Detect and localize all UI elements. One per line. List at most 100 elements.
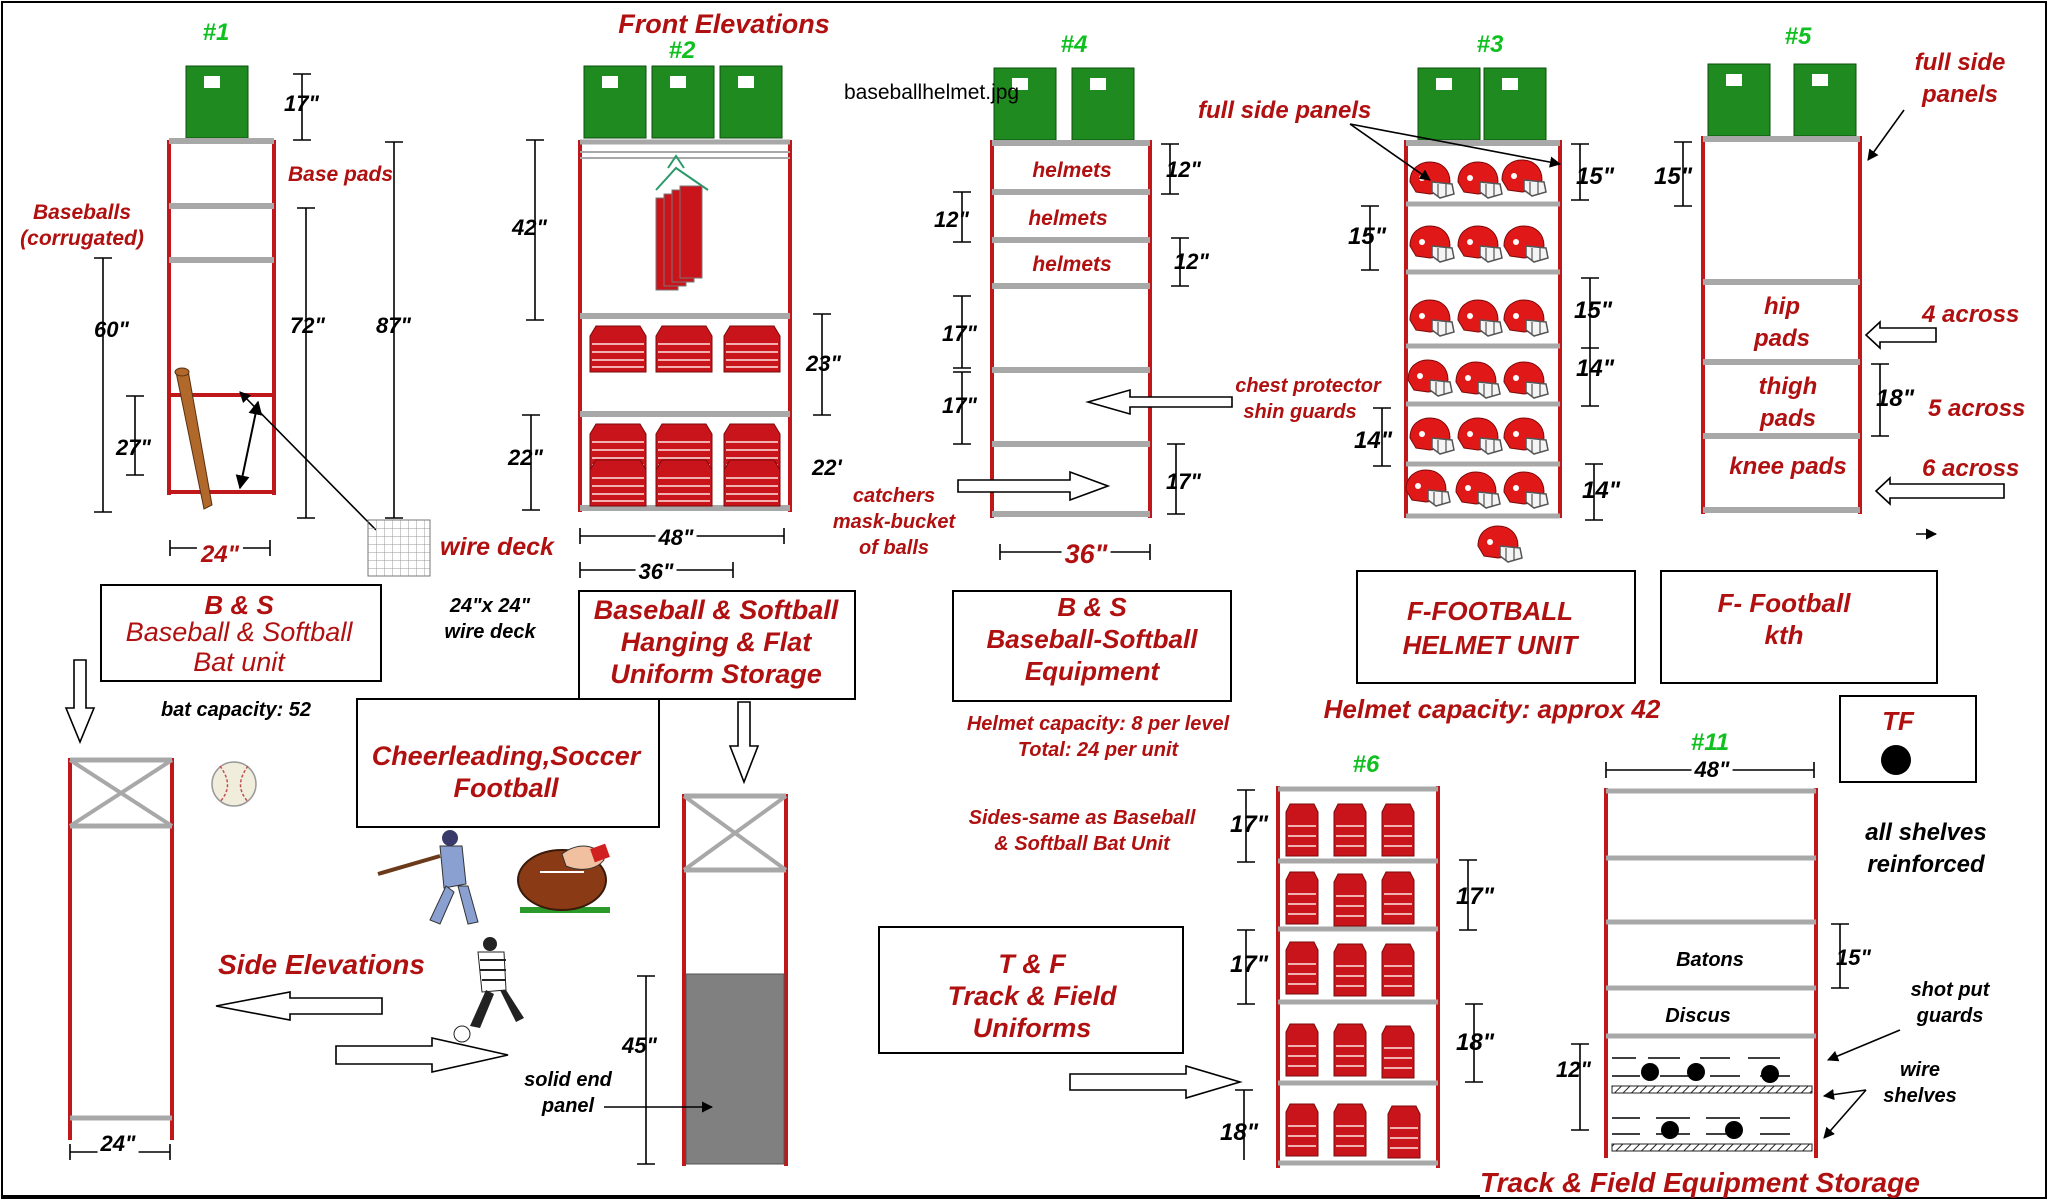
sides-same-line2: & Softball Bat Unit	[994, 833, 1170, 855]
unit-1-dim-60: 60"	[94, 317, 129, 342]
bat-unit-name: Bat unit	[193, 647, 285, 677]
tf-uniforms-line2: Track & Field	[947, 981, 1117, 1011]
chest-protector-label: chest protector	[1235, 375, 1381, 397]
solid-end-line1: solid end	[524, 1069, 612, 1091]
unit-11-number: #11	[1690, 729, 1730, 756]
helmets-label-2: helmets	[1028, 207, 1108, 230]
across-5-label: 5 across	[1928, 395, 2026, 422]
unit-6-number: #6	[1352, 751, 1380, 778]
shot-put-line1: shot put	[1910, 979, 1990, 1001]
unit-2-number: #2	[668, 37, 696, 64]
unit-2-dim-42: 42"	[512, 215, 547, 240]
football-kth-line1: F- Football	[1717, 588, 1851, 618]
tf-legend-box	[1839, 695, 1977, 783]
thigh-pads-line1: thigh	[1758, 373, 1818, 400]
unit-3-dim-14b: 14"	[1354, 427, 1393, 454]
unit-5-dim-15: 15"	[1654, 163, 1693, 190]
all-shelves-line1: all shelves	[1865, 819, 1987, 846]
football-capacity-label: Helmet capacity: approx 42	[1323, 694, 1661, 724]
soccer-player-icon	[453, 937, 524, 1043]
bs-equipment-box	[952, 590, 1232, 702]
unit-4-dim-36: 36"	[1061, 540, 1111, 568]
tf-uniforms-line3: Uniforms	[972, 1013, 1092, 1043]
unit-11-dim-12: 12"	[1556, 1057, 1591, 1082]
base-pads-label: Base pads	[288, 163, 394, 186]
cheerleading-line1: Cheerleading,Soccer	[371, 741, 641, 771]
football-helmet-line1: F-FOOTBALL	[1406, 596, 1574, 626]
unit-5-dim-18: 18"	[1876, 385, 1915, 412]
bs-equipment-line1: B & S	[1057, 592, 1127, 622]
helmets-label-1: helmets	[1032, 159, 1112, 182]
unit-3-dim-15b: 15"	[1348, 223, 1387, 250]
unit-1-dim-17: 17"	[284, 91, 319, 116]
unit-4-front	[953, 67, 1233, 560]
wire-deck-size-line1: 24"x 24"	[449, 595, 531, 617]
football-kth-box	[1660, 570, 1938, 684]
unit-11-dim-48: 48"	[1691, 758, 1733, 781]
across-6-label: 6 across	[1922, 455, 2020, 482]
unit-3-dim-14a: 14"	[1576, 355, 1615, 382]
full-side-line2: panels	[1921, 81, 1999, 108]
tf-uniforms-line1: T & F	[998, 949, 1066, 979]
unit-2-dim-22: 22"	[508, 445, 543, 470]
side-elevation-left	[64, 659, 509, 1160]
baseballs-label: Baseballs	[32, 201, 132, 224]
side-elevations-title: Side Elevations	[218, 949, 425, 980]
batons-label: Batons	[1676, 949, 1744, 971]
bat-unit-title: B & S	[204, 590, 274, 620]
thigh-pads-line2: pads	[1759, 405, 1817, 432]
unit-11-dim-15: 15"	[1836, 945, 1871, 970]
unit-2-dim-22b: 22'	[812, 455, 842, 480]
full-side-panels-label: full side panels	[1198, 97, 1372, 124]
unit-3-dim-15c: 15"	[1574, 297, 1613, 324]
unit-4-dim-12b: 12"	[934, 207, 969, 232]
tf-legend-label: TF	[1882, 706, 1914, 736]
unit-4-dim-12a: 12"	[1166, 157, 1201, 182]
football-helmet-line2: HELMET UNIT	[1402, 630, 1578, 660]
helmet-capacity-line2: Total: 24 per unit	[1017, 739, 1179, 761]
uniform-storage-line3: Uniform Storage	[610, 659, 822, 689]
unit-1-dim-27: 27"	[116, 435, 151, 460]
full-side-line1: full side	[1914, 49, 2006, 76]
unit-6-dim-17a: 17"	[1230, 811, 1269, 838]
unit-2-dim-36: 36"	[635, 560, 677, 583]
unit-3-dim-15a: 15"	[1576, 163, 1615, 190]
solid-end-line2: panel	[541, 1095, 595, 1117]
bat-unit-box	[100, 584, 382, 682]
side-dim-45: 45"	[622, 1033, 657, 1058]
unit-1-front	[94, 65, 431, 577]
unit-4-dim-17a: 17"	[942, 321, 977, 346]
uniform-storage-line2: Hanging & Flat	[620, 627, 812, 657]
unit-6-dim-17c: 17"	[1230, 951, 1269, 978]
bs-equipment-line3: Equipment	[1024, 656, 1160, 686]
discus-label: Discus	[1665, 1005, 1731, 1027]
helmet-capacity-line1: Helmet capacity: 8 per level	[966, 713, 1230, 735]
side-dim-24: 24"	[97, 1132, 139, 1155]
image-filename-label: baseballhelmet.jpg	[844, 81, 1020, 104]
catchers-line2: mask-bucket	[832, 511, 956, 533]
wire-shelves-line2: shelves	[1883, 1085, 1957, 1107]
batter-icon	[377, 830, 479, 925]
all-shelves-line2: reinforced	[1867, 851, 1985, 878]
baseball-icon	[211, 761, 257, 807]
football-helmet-box	[1356, 570, 1636, 684]
unit-5-number: #5	[1784, 23, 1812, 50]
unit-3-dim-14c: 14"	[1582, 477, 1621, 504]
unit-2-front	[522, 65, 831, 578]
track-field-footer: Track & Field Equipment Storage	[1480, 1167, 1920, 1198]
unit-4-number: #4	[1060, 31, 1088, 58]
unit-4-dim-17c: 17"	[1166, 469, 1201, 494]
unit-5-front	[1674, 63, 2005, 540]
unit-2-dim-23: 23"	[806, 351, 841, 376]
unit-2-dim-48: 48"	[655, 526, 697, 549]
bs-equipment-line2: Baseball-Softball	[986, 624, 1198, 654]
wire-deck-size-line2: wire deck	[444, 621, 536, 643]
across-4-label: 4 across	[1922, 301, 2020, 328]
catchers-line3: of balls	[858, 537, 930, 559]
uniform-storage-line1: Baseball & Softball	[593, 595, 839, 625]
football-kth-line2: kth	[1764, 620, 1804, 650]
unit-1-number: #1	[202, 19, 230, 46]
helmets-label-3: helmets	[1032, 253, 1112, 276]
unit-3-number: #3	[1476, 31, 1504, 58]
hip-pads-line2: pads	[1753, 325, 1811, 352]
